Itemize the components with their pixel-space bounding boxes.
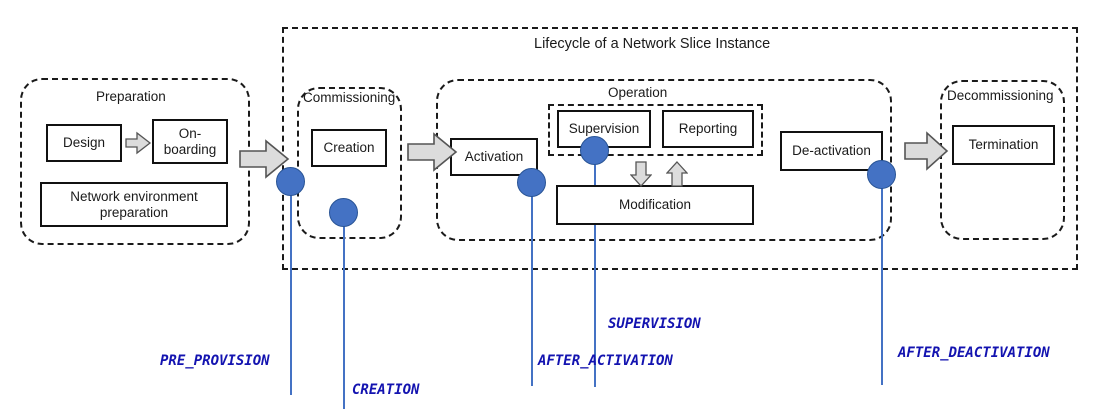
lifecycle-outer-container: [282, 27, 1078, 270]
after-activation-label: AFTER_ACTIVATION: [538, 353, 673, 369]
supervision-marker[interactable]: [580, 136, 609, 165]
modification-label: Modification: [618, 197, 692, 213]
on-boarding-label-line2: boarding: [163, 141, 217, 157]
de-activation-box: De-activation: [780, 131, 883, 171]
after-deactivation-label: AFTER_DEACTIVATION: [898, 345, 1050, 361]
termination-box: Termination: [952, 125, 1055, 165]
design-label: Design: [62, 135, 106, 151]
design-to-onboarding-arrow: [124, 129, 152, 157]
termination-label: Termination: [968, 137, 1039, 153]
commissioning-caption: Commissioning: [303, 90, 396, 105]
reporting-label: Reporting: [678, 121, 738, 137]
creation-box: Creation: [311, 129, 387, 167]
operation-to-decommissioning-arrow: [903, 130, 949, 172]
network-env-label-line1: Network environment: [70, 188, 198, 204]
on-boarding-label-line1: On-: [178, 125, 202, 141]
design-box: Design: [46, 124, 122, 162]
diagram-title: Lifecycle of a Network Slice Instance: [534, 36, 771, 52]
modification-to-supervision-up-arrow: [665, 160, 689, 188]
reporting-box: Reporting: [662, 110, 754, 148]
supervision-leader-line: [594, 155, 596, 387]
decommissioning-group: [940, 80, 1065, 240]
supervision-label: SUPERVISION: [608, 316, 701, 332]
network-environment-preparation-box: Network environment preparation: [40, 182, 228, 227]
supervision-label: Supervision: [568, 121, 640, 137]
pre-provision-label: PRE_PROVISION: [160, 353, 270, 369]
on-boarding-box: On- boarding: [152, 119, 228, 164]
commissioning-to-operation-arrow: [406, 131, 458, 173]
after-activation-leader-line: [531, 186, 533, 386]
after-activation-marker[interactable]: [517, 168, 546, 197]
operation-caption: Operation: [608, 85, 668, 100]
creation-label: Creation: [323, 140, 375, 156]
modification-box: Modification: [556, 185, 754, 225]
creation-leader-line: [343, 212, 345, 409]
creation-label: CREATION: [352, 382, 420, 398]
decommissioning-caption: Decommissioning: [947, 88, 1054, 103]
commissioning-group: [297, 87, 402, 239]
preparation-caption: Preparation: [96, 89, 166, 104]
after-deactivation-marker[interactable]: [867, 160, 896, 189]
de-activation-label: De-activation: [792, 143, 871, 159]
activation-label: Activation: [464, 149, 524, 165]
supervision-to-modification-down-arrow: [629, 160, 653, 188]
supervision-reporting-group: [548, 104, 763, 156]
pre-provision-leader-line: [290, 180, 292, 395]
network-env-label-line2: preparation: [99, 204, 169, 220]
after-deactivation-leader-line: [881, 180, 883, 385]
preparation-to-commissioning-arrow: [238, 138, 290, 180]
creation-marker[interactable]: [329, 198, 358, 227]
pre-provision-marker[interactable]: [276, 167, 305, 196]
